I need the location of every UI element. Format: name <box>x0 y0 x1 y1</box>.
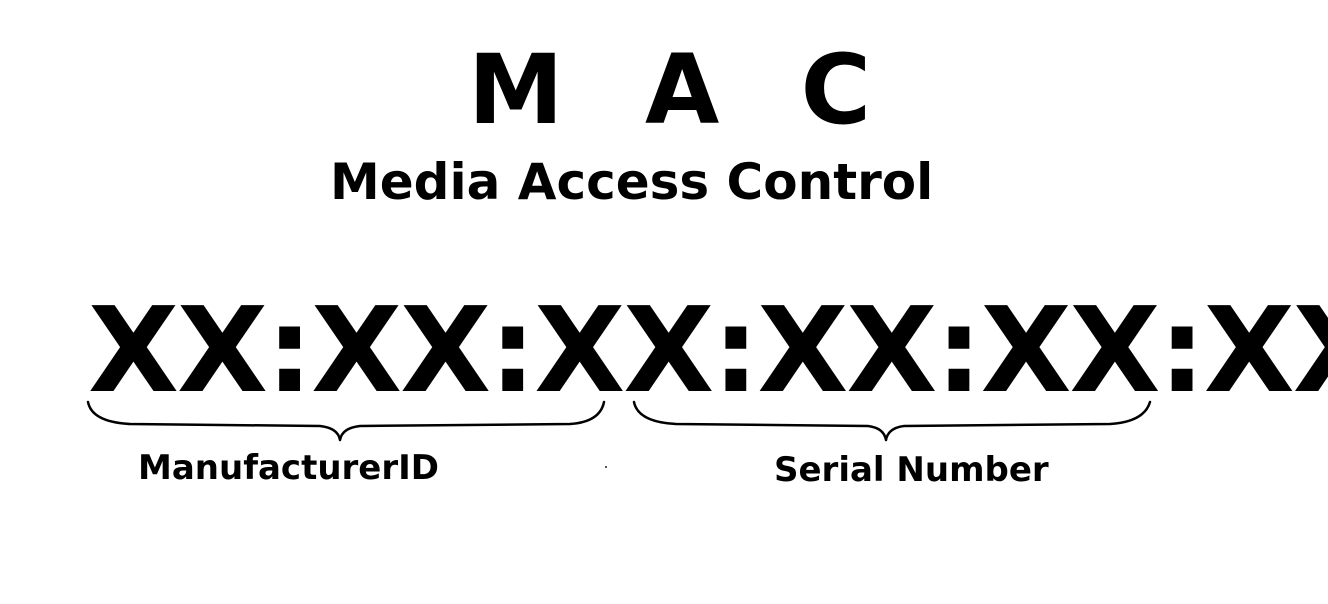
manufacturer-id-label: ManufacturerID <box>138 448 440 488</box>
title: M A C <box>468 34 896 146</box>
mac-address-format: XX:XX:XX:XX:XX:XX <box>88 281 1328 419</box>
subtitle: Media Access Control <box>330 153 934 211</box>
stray-dot <box>605 466 607 468</box>
serial-number-label: Serial Number <box>774 450 1049 490</box>
